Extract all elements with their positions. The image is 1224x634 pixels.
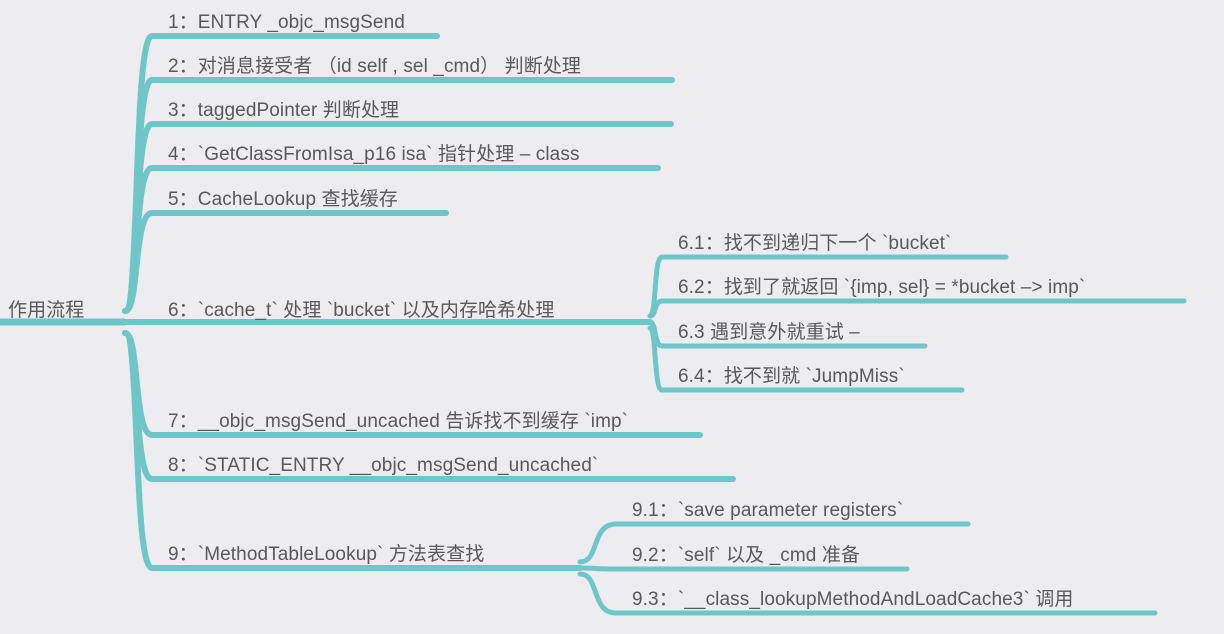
branch-connector-n4 [122,165,155,314]
mindmap-node-n63[interactable]: 6.3 遇到意外就重试 – [678,322,860,343]
mindmap-node-n6[interactable]: 6：`cache_t` 处理 `bucket` 以及内存哈希处理 [168,300,555,321]
branch-connector-n64 [647,325,665,393]
mindmap-node-n5[interactable]: 5：CacheLookup 查找缓存 [168,189,398,210]
mindmap-node-n7[interactable]: 7：__objc_msgSend_uncached 告诉找不到缓存 `imp` [168,411,629,432]
branch-connector-n63 [647,319,665,349]
branch-connector-n5 [122,210,155,314]
mindmap-node-n92[interactable]: 9.2：`self` 以及 _cmd 准备 [632,545,861,566]
mindmap-node-n4[interactable]: 4：`GetClassFromIsa_p16 isa` 指针处理 – class [168,144,580,165]
mindmap-node-n3[interactable]: 3：taggedPointer 判断处理 [168,100,400,121]
branch-connector-n61 [647,254,665,319]
branch-paths [0,33,1187,616]
branch-connector-n3 [122,121,155,314]
mindmap-node-n61[interactable]: 6.1：找不到递归下一个 `bucket` [678,233,952,254]
branch-connector-n93 [577,571,619,616]
branch-connector-n9 [122,330,155,571]
branch-connector-n7 [122,330,155,438]
branch-connector-n1 [122,33,155,314]
mindmap-node-n62[interactable]: 6.2：找到了就返回 `{imp, sel} = *bucket –> imp` [678,277,1086,298]
mindmap-node-n91[interactable]: 9.1：`save parameter registers` [632,500,904,521]
branch-connector-n8 [122,330,155,482]
branch-connector-n91 [577,521,619,565]
branch-connector-n92 [577,565,619,572]
mindmap-root-node[interactable]: 作用流程 [8,300,85,321]
mindmap-node-n8[interactable]: 8：`STATIC_ENTRY __objc_msgSend_uncached` [168,455,599,476]
mindmap-node-n93[interactable]: 9.3：`__class_lookupMethodAndLoadCache3` … [632,589,1074,610]
mindmap-node-n2[interactable]: 2：对消息接受者 （id self , sel _cmd） 判断处理 [168,56,582,77]
branch-connector-n2 [122,77,155,314]
mindmap-node-n9[interactable]: 9：`MethodTableLookup` 方法表查找 [168,544,485,565]
mindmap-node-n64[interactable]: 6.4：找不到就 `JumpMiss` [678,366,905,387]
mindmap-node-n1[interactable]: 1：ENTRY _objc_msgSend [168,12,405,33]
branch-connector-n62 [647,298,665,319]
